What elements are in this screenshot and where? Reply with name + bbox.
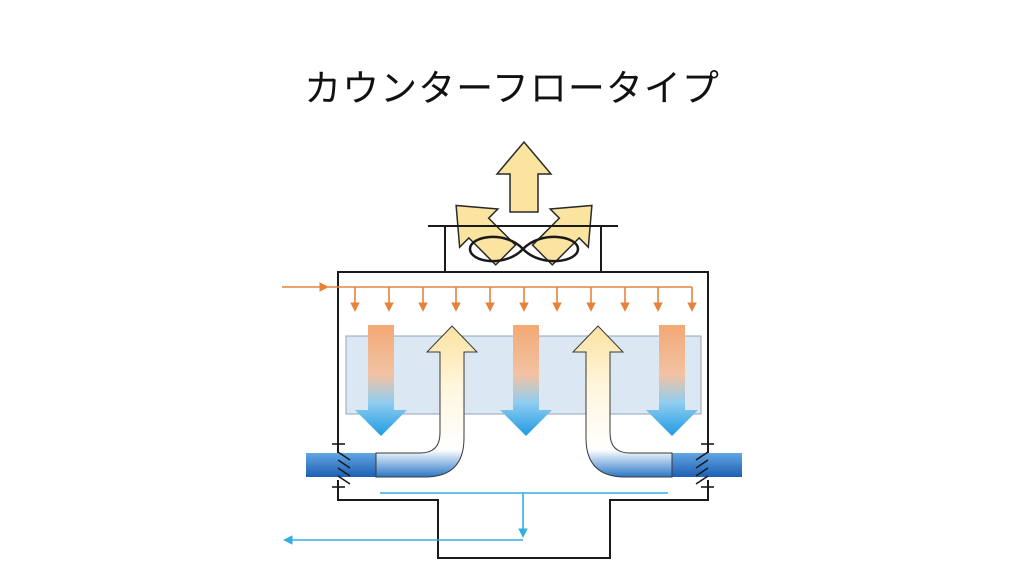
cold-water-outlet: [283, 492, 668, 545]
water-arrow-2: [500, 325, 552, 436]
water-down-arrows: [355, 325, 698, 436]
air-inlet-left: [306, 453, 376, 477]
louver-icon: [332, 443, 714, 488]
air-inlet-right: [672, 453, 742, 477]
diagram-title: カウンターフロータイプ: [304, 67, 720, 110]
water-distribution: [282, 282, 697, 312]
air-up-arrows: [375, 325, 673, 478]
fan-housing: [428, 225, 618, 272]
water-arrow-1: [355, 325, 407, 436]
air-up-arrow-right: [571, 325, 673, 478]
tower-casing: [337, 271, 709, 559]
air-inlets: [306, 453, 742, 477]
exhaust-arrows: [455, 140, 593, 266]
spray-arrows: [350, 287, 697, 312]
exhaust-arrow-center: [495, 140, 553, 213]
air-up-arrow-left: [375, 325, 479, 478]
water-arrow-3: [646, 325, 698, 436]
infinity-fan-icon: [468, 235, 580, 263]
